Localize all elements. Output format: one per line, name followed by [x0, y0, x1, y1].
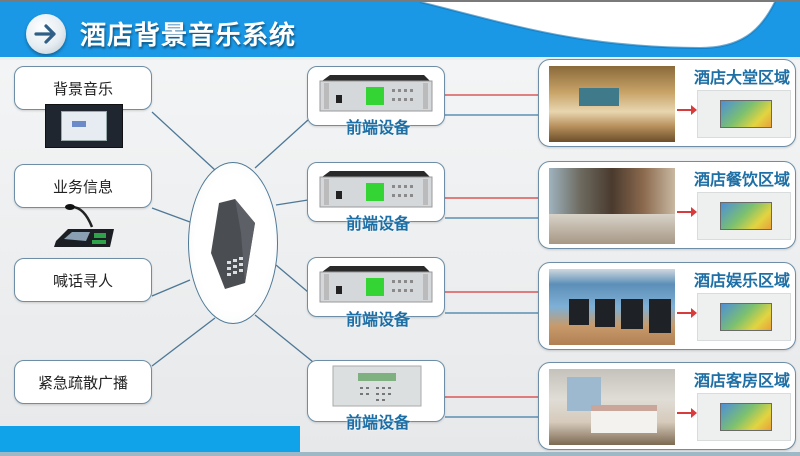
arrow-right-icon — [677, 408, 697, 418]
network-hub — [188, 162, 278, 324]
front-end-label: 前端设备 — [345, 214, 410, 233]
zone-guest-room: 酒店客房区域 — [538, 362, 796, 450]
hotel-lobby-photo — [549, 66, 675, 142]
network-switch-icon — [211, 199, 255, 289]
front-end-device-3 — [307, 257, 445, 317]
touch-panel-icon — [697, 192, 791, 240]
touch-panel-icon — [697, 293, 791, 341]
header-band: 酒店背景音乐系统 — [0, 0, 800, 60]
gym-photo — [549, 269, 675, 345]
rack-player-icon — [45, 104, 123, 148]
touch-panel-icon — [697, 90, 791, 138]
guest-room-photo — [549, 369, 675, 445]
zone-label: 酒店餐饮区域 — [694, 170, 791, 189]
source-label: 业务信息 — [52, 177, 113, 196]
header-divider — [0, 57, 800, 60]
arrow-right-icon — [677, 308, 697, 318]
zone-dining: 酒店餐饮区域 — [538, 161, 796, 249]
header-swoosh-decoration — [419, 2, 776, 50]
zone-entertainment: 酒店娱乐区域 — [538, 262, 796, 350]
rack-amplifier-icon — [316, 169, 436, 209]
source-label: 喊话寻人 — [52, 271, 113, 290]
front-end-label: 前端设备 — [345, 118, 410, 137]
page-title: 酒店背景音乐系统 — [80, 21, 297, 51]
front-end-device-2 — [307, 162, 445, 222]
touch-panel-icon — [697, 393, 791, 441]
footer-accent-bar — [0, 426, 300, 452]
front-end-label: 前端设备 — [345, 310, 410, 329]
rack-amplifier-icon — [316, 264, 436, 304]
front-end-device-1 — [307, 66, 445, 126]
zone-label: 酒店大堂区域 — [694, 68, 791, 87]
source-paging: 喊话寻人 — [14, 258, 152, 302]
paging-microphone-icon — [50, 203, 120, 255]
source-background-music: 背景音乐 — [14, 66, 152, 110]
zone-label: 酒店客房区域 — [694, 371, 791, 390]
front-end-device-4 — [307, 360, 445, 422]
zone-lobby: 酒店大堂区域 — [538, 59, 796, 147]
zone-label: 酒店娱乐区域 — [694, 271, 791, 290]
source-label: 紧急疏散广播 — [37, 373, 128, 392]
source-emergency-broadcast: 紧急疏散广播 — [14, 360, 152, 404]
source-business-info: 业务信息 — [14, 164, 152, 208]
arrow-right-icon — [677, 105, 697, 115]
arrow-right-icon — [677, 207, 697, 217]
rack-amplifier-icon — [316, 73, 436, 113]
rack-controller-icon — [332, 365, 422, 407]
source-label: 背景音乐 — [52, 79, 113, 98]
restaurant-photo — [549, 168, 675, 244]
footer-divider — [0, 452, 800, 456]
front-end-label: 前端设备 — [345, 413, 410, 432]
arrow-right-icon — [26, 14, 66, 54]
